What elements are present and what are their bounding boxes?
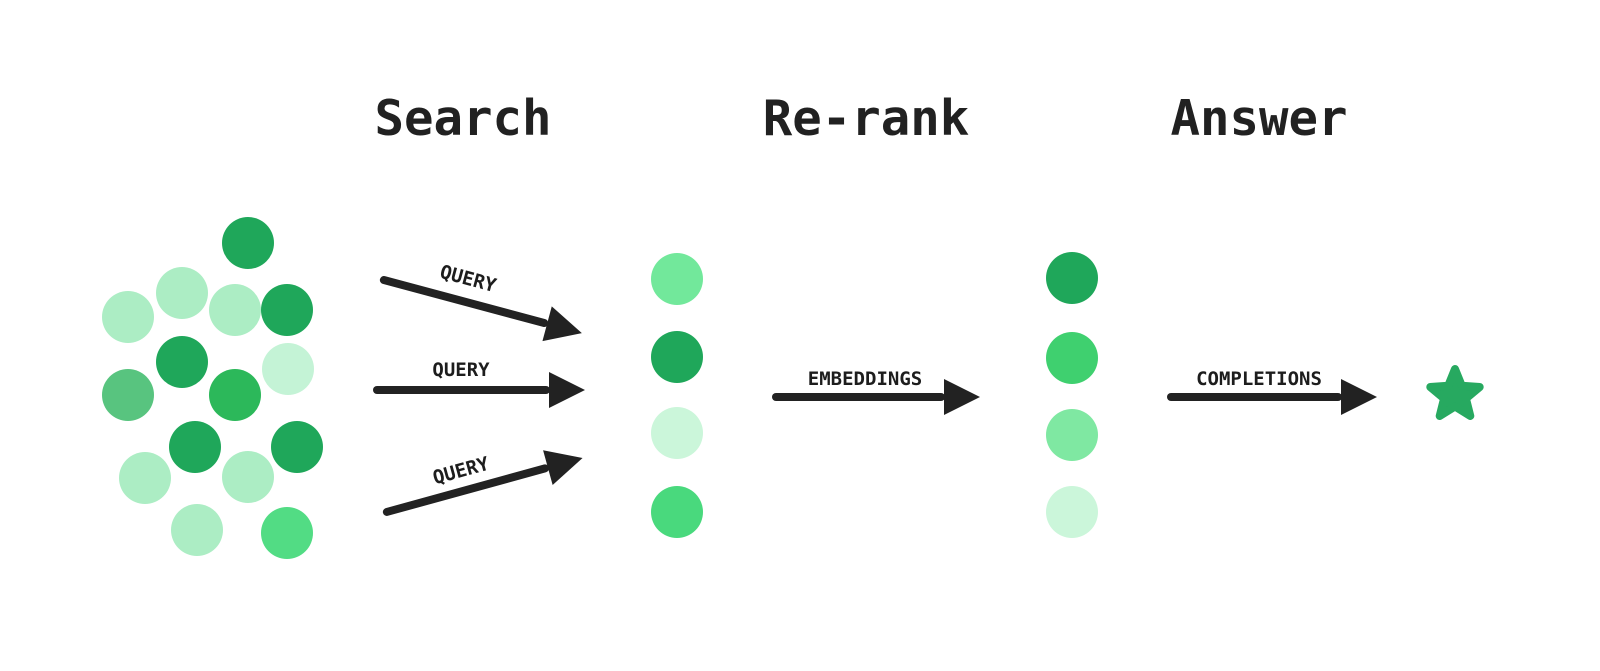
document-dot: [262, 343, 314, 395]
query-label-middle: QUERY: [432, 359, 490, 381]
arrow-shaft: [373, 386, 550, 394]
reranked-results-dot: [1046, 486, 1098, 538]
search-results-dot: [651, 407, 703, 459]
star-icon: [1426, 365, 1484, 420]
search-results-dot: [651, 486, 703, 538]
heading-search: Search: [374, 90, 552, 147]
reranked-results-dot: [1046, 409, 1098, 461]
document-dot: [209, 284, 261, 336]
completions-arrow: [1167, 379, 1377, 415]
search-results-dot: [651, 253, 703, 305]
document-dot: [261, 284, 313, 336]
document-dot: [102, 369, 154, 421]
arrow-shaft: [1167, 393, 1342, 401]
document-dot: [169, 421, 221, 473]
arrow-head-icon: [1341, 379, 1377, 415]
document-dot: [171, 504, 223, 556]
heading-rerank: Re-rank: [762, 90, 970, 147]
arrow-head-icon: [549, 372, 585, 408]
reranked-results-dot: [1046, 332, 1098, 384]
arrow-head-icon: [944, 379, 980, 415]
heading-answer: Answer: [1170, 90, 1348, 147]
arrow-shaft: [772, 393, 945, 401]
document-dot: [261, 507, 313, 559]
document-dot: [102, 291, 154, 343]
embeddings-arrow: [772, 379, 980, 415]
reranked-results-dot: [1046, 252, 1098, 304]
embeddings-label: EMBEDDINGS: [807, 368, 923, 390]
document-dot: [271, 421, 323, 473]
document-dot: [156, 267, 208, 319]
document-dot: [119, 452, 171, 504]
document-dot: [156, 336, 208, 388]
document-dot: [222, 451, 274, 503]
document-dot: [222, 217, 274, 269]
search-results-dot: [651, 331, 703, 383]
query-arrow-middle: [373, 372, 585, 408]
completions-label: COMPLETIONS: [1196, 368, 1322, 390]
document-dot: [209, 369, 261, 421]
